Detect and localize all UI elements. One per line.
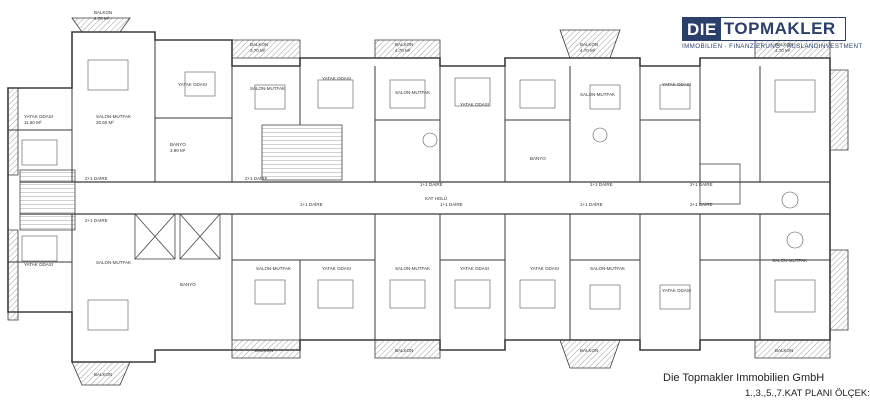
label-apartment: 1+1 DAİRE (440, 201, 463, 207)
label-living: SALON-MUTFAK (96, 260, 131, 265)
label-living: SALON-MUTFAK (772, 258, 807, 263)
label-balcony: BALKON (94, 10, 112, 15)
label-apartment: 1+1 DAİRE (580, 201, 603, 207)
label-apartment: 2+1 DAİRE (85, 175, 108, 181)
label-balcony-area: 4.70 M² (395, 48, 411, 53)
brand-logo: DIE TOPMAKLER (682, 17, 846, 41)
label-corridor: KAT HOLÜ (425, 195, 447, 201)
label-bath: BANYO (170, 142, 186, 147)
label-bedroom: YATAK ODASI (662, 288, 691, 293)
partitions-top (8, 40, 761, 182)
logo-left: DIE (683, 18, 721, 40)
label-balcony: BALKON (395, 42, 413, 47)
label-apartment: 2+1 DAİRE (690, 181, 713, 187)
label-apartment: 2+1 DAİRE (85, 217, 108, 223)
label-balcony-area: 4.70 M² (94, 16, 110, 21)
label-living: SALON-MUTFAK (96, 114, 131, 119)
label-living-area: 20.60 M² (96, 120, 114, 125)
corridor-labels: KAT HOLÜ 2+1 DAİRE 2+1 DAİRE 1+1 DAİRE 1… (85, 175, 713, 223)
label-living: SALON-MUTFAK (395, 266, 430, 271)
label-bedroom: YATAK ODASI (24, 114, 53, 119)
label-bath: BANYO (180, 282, 196, 287)
label-bath: BANYO (530, 156, 546, 161)
brand-tagline: IMMOBILIEN · FINANZIERUNG · AUSLANDINVES… (682, 43, 863, 50)
label-apartment: 2+1 DAİRE (245, 175, 268, 181)
label-balcony-area: 4.70 M² (580, 48, 596, 53)
label-living: SALON-MUTFAK (395, 90, 430, 95)
label-balcony: BALKON (580, 348, 598, 353)
label-bedroom: YATAK ODASI (530, 266, 559, 271)
label-bedroom: YATAK ODASI (178, 82, 207, 87)
company-name: Die Topmakler Immobilien GmbH (663, 372, 825, 384)
balconies (7, 17, 849, 386)
stair-cores (19, 124, 741, 260)
label-bedroom: YATAK ODASI (460, 102, 489, 107)
label-balcony: BALKON (775, 42, 793, 47)
label-balcony-area: 4.70 M² (775, 48, 791, 53)
label-bath-area: 3.90 M² (170, 148, 186, 153)
label-balcony: BALKON (255, 348, 273, 353)
room-labels: BALKON 4.70 M² BALKON 3.70 M² BALKON 4.7… (24, 10, 807, 377)
label-living: SALON-MUTFAK (256, 266, 291, 271)
label-apartment: 1+1 DAİRE (420, 181, 443, 187)
plan-scale-caption: 1.,3.,5.,7.KAT PLANI ÖLÇEK:1/50 (745, 388, 870, 399)
label-balcony: BALKON (250, 42, 268, 47)
label-bedroom: YATAK ODASI (662, 82, 691, 87)
label-bedroom: YATAK ODASI (460, 266, 489, 271)
label-living: SALON-MUTFAK (580, 92, 615, 97)
label-apartment: 1+1 DAİRE (590, 181, 613, 187)
label-balcony: BALKON (580, 42, 598, 47)
label-bedroom: YATAK ODASI (24, 262, 53, 267)
building-outline (7, 31, 831, 363)
label-balcony: BALKON (94, 372, 112, 377)
label-living: SALON-MUTFAK (250, 86, 285, 91)
logo-right: TOPMAKLER (723, 19, 836, 38)
label-bedroom-area: 11.60 M² (24, 120, 42, 125)
label-apartment: 2+1 DAİRE (690, 201, 713, 207)
label-apartment: 1+1 DAİRE (300, 201, 323, 207)
label-balcony-area: 3.70 M² (250, 48, 266, 53)
partitions-bottom (8, 214, 830, 340)
label-bedroom: YATAK ODASI (322, 76, 351, 81)
label-balcony: BALKON (395, 348, 413, 353)
label-bedroom: YATAK ODASI (322, 266, 351, 271)
label-balcony: BALKON (775, 348, 793, 353)
furniture (21, 59, 816, 331)
label-living: SALON-MUTFAK (590, 266, 625, 271)
